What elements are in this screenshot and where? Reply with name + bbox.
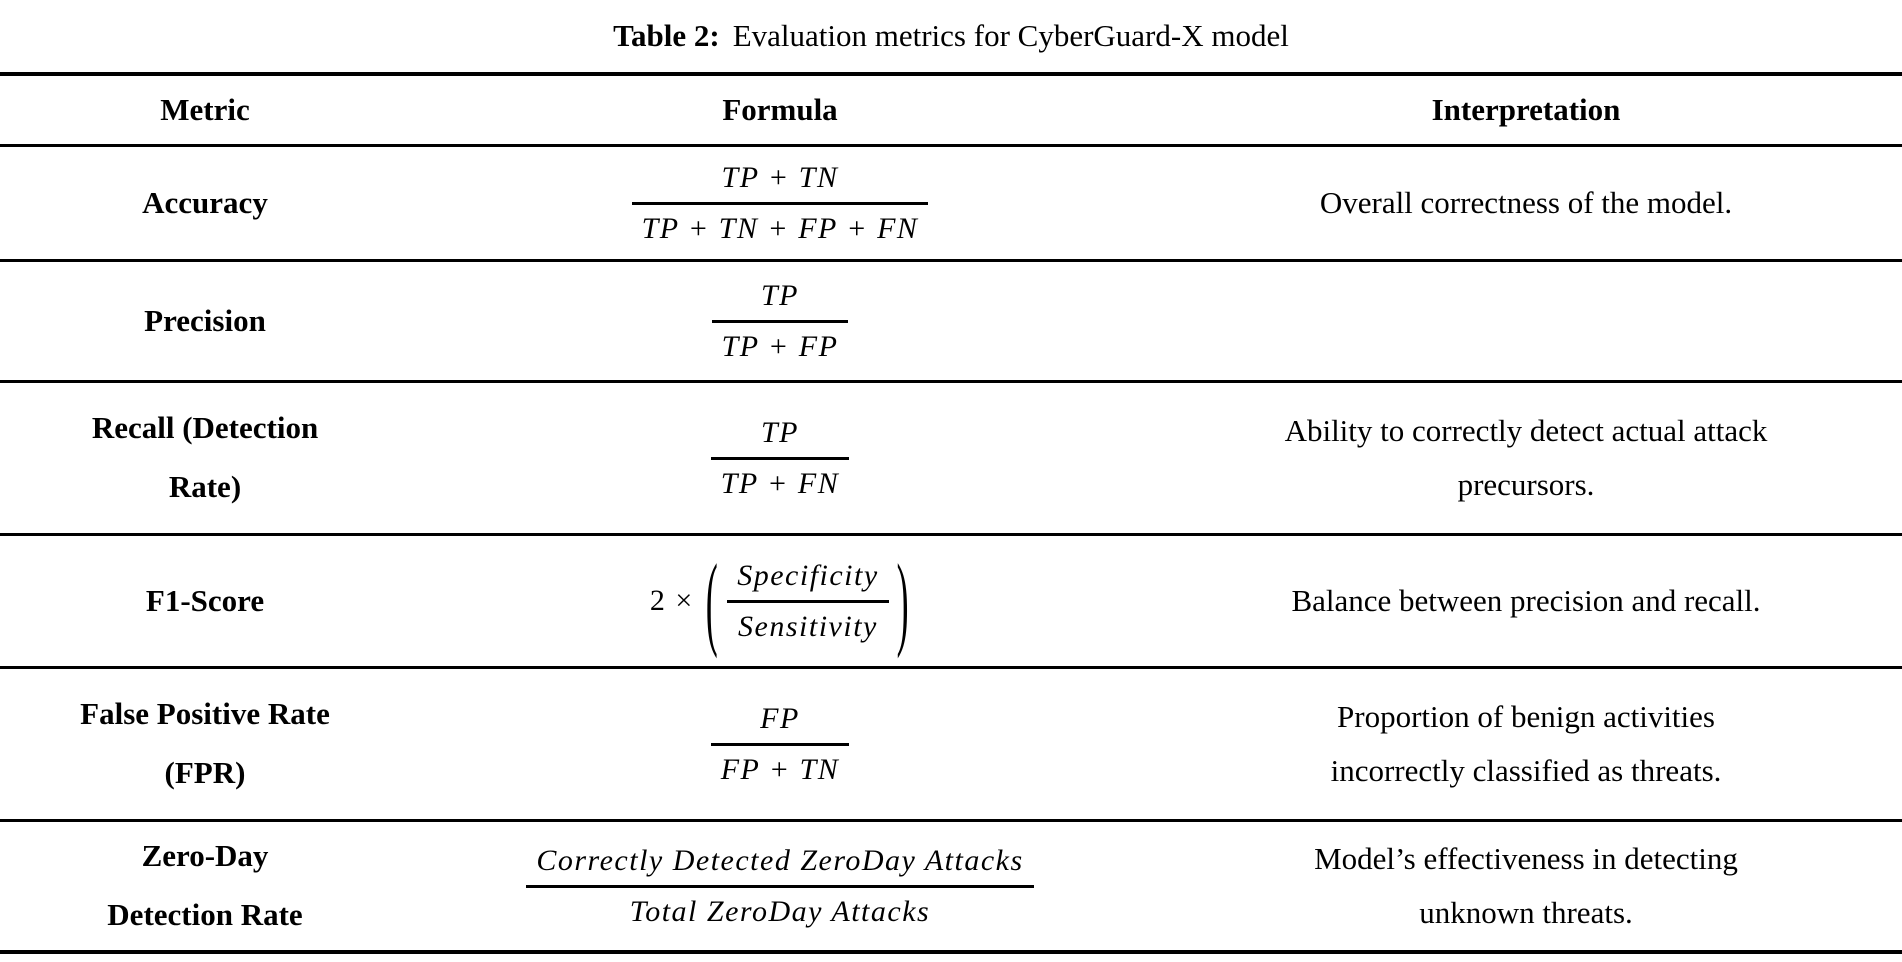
interpretation-line: Balance between precision and recall. bbox=[1291, 582, 1761, 618]
metric-cell: Precision bbox=[0, 262, 410, 380]
metric-cell: F1-Score bbox=[0, 536, 410, 666]
fraction-denominator: TP + TN + FP + FN bbox=[631, 201, 929, 246]
table-caption-label: Table 2: bbox=[613, 18, 720, 53]
metrics-table: Metric Formula Interpretation Accuracy T… bbox=[0, 72, 1902, 954]
column-header-interpretation: Interpretation bbox=[1431, 92, 1621, 127]
fraction-numerator: Correctly Detected ZeroDay Attacks bbox=[536, 843, 1024, 877]
close-paren: ) bbox=[896, 543, 911, 659]
metric-line: Zero-Day bbox=[141, 838, 269, 874]
table-caption: Table 2: Evaluation metrics for CyberGua… bbox=[0, 0, 1902, 72]
interpretation-line: Proportion of benign activities bbox=[1337, 698, 1715, 734]
interpretation-line: unknown threats. bbox=[1419, 895, 1633, 930]
column-header-metric: Metric bbox=[160, 92, 250, 127]
metric-line: (FPR) bbox=[164, 755, 246, 790]
metric-line: Recall (Detection bbox=[91, 410, 319, 446]
interpretation-line: Model’s effectiveness in detecting bbox=[1314, 840, 1738, 876]
formula-cell: 2 × ( Specificity Sensitivity ) bbox=[410, 536, 1150, 666]
interpretation-cell bbox=[1150, 262, 1902, 380]
fraction-denominator: TP + FP bbox=[711, 319, 849, 364]
formula-cell: Correctly Detected ZeroDay Attacks Total… bbox=[410, 822, 1150, 950]
formula-cell: TP + TN TP + TN + FP + FN bbox=[410, 147, 1150, 259]
metric-cell: False Positive Rate (FPR) bbox=[0, 669, 410, 819]
formula-cell: FP FP + TN bbox=[410, 669, 1150, 819]
metric-line: False Positive Rate bbox=[80, 696, 330, 732]
formula-cell: TP TP + FP bbox=[410, 262, 1150, 380]
interpretation-cell: Model’s effectiveness in detecting unkno… bbox=[1150, 822, 1902, 950]
metric-line: Rate) bbox=[168, 469, 242, 504]
formula-fraction: TP TP + FN bbox=[710, 415, 850, 501]
metric-line: Precision bbox=[144, 302, 266, 338]
formula-fraction: FP FP + TN bbox=[710, 701, 850, 787]
metric-cell: Zero-Day Detection Rate bbox=[0, 822, 410, 950]
column-header-formula: Formula bbox=[722, 92, 838, 127]
metric-cell: Accuracy bbox=[0, 147, 410, 259]
metric-line: F1-Score bbox=[145, 582, 265, 618]
interpretation-line: Ability to correctly detect actual attac… bbox=[1284, 412, 1768, 448]
interpretation-cell: Ability to correctly detect actual attac… bbox=[1150, 383, 1902, 533]
table-header-row: Metric Formula Interpretation bbox=[0, 76, 1902, 144]
fraction-numerator: TP bbox=[760, 278, 799, 312]
fraction-numerator: Specificity bbox=[737, 558, 879, 592]
formula-expression: 2 × ( Specificity Sensitivity ) bbox=[649, 549, 910, 653]
table-caption-text: Evaluation metrics for CyberGuard-X mode… bbox=[732, 18, 1289, 53]
table-row-false-positive-rate: False Positive Rate (FPR) FP FP + TN Pro… bbox=[0, 666, 1902, 819]
interpretation-cell: Balance between precision and recall. bbox=[1150, 536, 1902, 666]
metric-line: Accuracy bbox=[142, 184, 268, 220]
fraction-denominator: Sensitivity bbox=[727, 599, 889, 644]
fraction-numerator: TP bbox=[760, 415, 799, 449]
interpretation-line: Overall correctness of the model. bbox=[1319, 184, 1733, 220]
table-row-accuracy: Accuracy TP + TN TP + TN + FP + FN Overa… bbox=[0, 144, 1902, 259]
metric-line: Detection Rate bbox=[107, 897, 303, 932]
metric-cell: Recall (Detection Rate) bbox=[0, 383, 410, 533]
fraction-numerator: TP + TN bbox=[721, 160, 839, 194]
interpretation-line: precursors. bbox=[1457, 467, 1595, 502]
table-row-f1-score: F1-Score 2 × ( Specificity Sensitivity )… bbox=[0, 533, 1902, 666]
fraction-denominator: Total ZeroDay Attacks bbox=[526, 884, 1034, 929]
table-row-recall: Recall (Detection Rate) TP TP + FN Abili… bbox=[0, 380, 1902, 533]
formula-fraction: TP + TN TP + TN + FP + FN bbox=[631, 160, 929, 246]
formula-cell: TP TP + FN bbox=[410, 383, 1150, 533]
formula-fraction: TP TP + FP bbox=[711, 278, 849, 364]
fraction-denominator: FP + TN bbox=[710, 742, 850, 787]
formula-coefficient: 2 × bbox=[649, 584, 694, 617]
fraction-numerator: FP bbox=[760, 701, 800, 735]
table-row-zero-day-detection-rate: Zero-Day Detection Rate Correctly Detect… bbox=[0, 819, 1902, 950]
interpretation-cell: Proportion of benign activities incorrec… bbox=[1150, 669, 1902, 819]
table-row-precision: Precision TP TP + FP bbox=[0, 259, 1902, 380]
formula-fraction: Specificity Sensitivity bbox=[727, 558, 889, 644]
open-paren: ( bbox=[705, 543, 720, 659]
interpretation-line: incorrectly classified as threats. bbox=[1330, 753, 1722, 788]
fraction-denominator: TP + FN bbox=[710, 456, 850, 501]
formula-fraction: Correctly Detected ZeroDay Attacks Total… bbox=[526, 843, 1034, 929]
interpretation-cell: Overall correctness of the model. bbox=[1150, 147, 1902, 259]
